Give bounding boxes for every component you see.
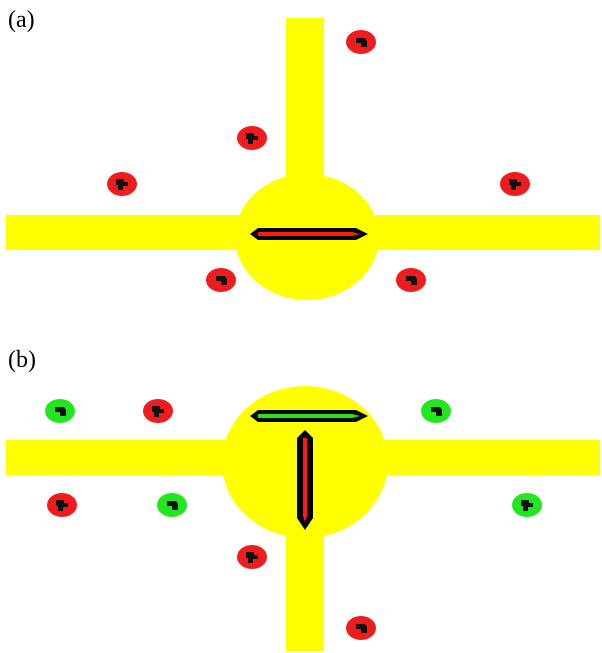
vehicle-arrow-vertical	[297, 430, 313, 530]
vehicle-arrow-horizontal	[250, 410, 368, 422]
road-east	[350, 215, 600, 250]
pedestrian-marker	[157, 493, 187, 517]
pedestrian-marker	[512, 493, 542, 517]
panel-a-arrows	[250, 228, 368, 240]
road-west	[6, 215, 266, 250]
road-west	[6, 440, 246, 475]
pedestrian-marker	[47, 493, 77, 517]
pedestrian-marker	[421, 399, 451, 423]
pedestrian-marker	[107, 172, 137, 196]
road-east	[370, 440, 600, 475]
panel-b-agents	[45, 399, 542, 640]
vehicle-arrow-horizontal	[250, 228, 368, 240]
panel-a-agents	[107, 30, 530, 292]
pedestrian-marker	[143, 399, 173, 423]
pedestrian-marker	[500, 172, 530, 196]
pedestrian-marker	[45, 399, 75, 423]
panel-b-label: (b)	[8, 347, 36, 373]
panel-a-label: (a)	[8, 7, 35, 33]
pedestrian-marker	[206, 268, 236, 292]
pedestrian-marker	[237, 545, 267, 569]
pedestrian-marker	[346, 30, 376, 54]
pedestrian-marker	[396, 268, 426, 292]
pedestrian-marker	[346, 616, 376, 640]
pedestrian-marker	[237, 126, 267, 150]
panel-b-arrows	[250, 410, 368, 530]
panel-a-roads	[6, 18, 600, 300]
